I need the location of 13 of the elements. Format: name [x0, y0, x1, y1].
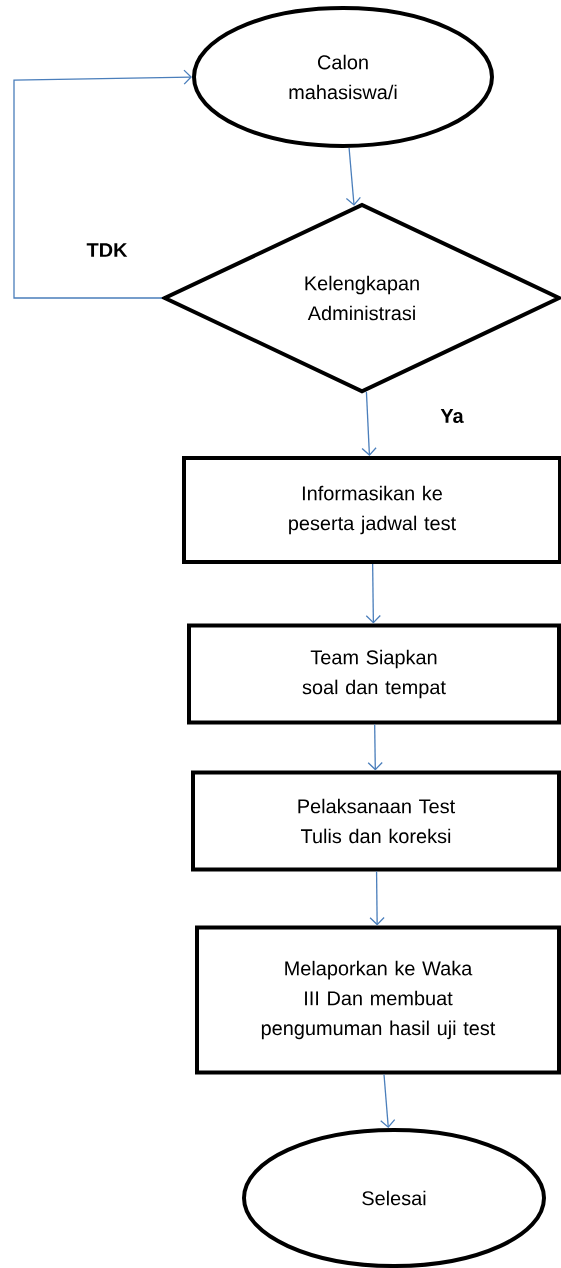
- arrow: [361, 391, 377, 456]
- arrow: [369, 870, 385, 926]
- process-box: Team Siapkan soal dan tempat: [187, 623, 561, 725]
- process-box: Melaporkan ke Waka III Dan membuat pengumuman hasil uji test: [195, 925, 561, 1075]
- process-box: Pelaksanaan Test Tulis dan koreksi: [191, 770, 561, 872]
- process-box: Informasikan ke peserta jadwal test: [182, 456, 561, 564]
- arrow: [380, 1073, 396, 1129]
- arrow: [13, 69, 192, 299]
- arrow: [345, 147, 361, 206]
- edge-label: Ya: [439, 408, 465, 424]
- arrow: [367, 723, 383, 771]
- arrow: [365, 563, 381, 624]
- edge-label: TDK: [85, 242, 129, 258]
